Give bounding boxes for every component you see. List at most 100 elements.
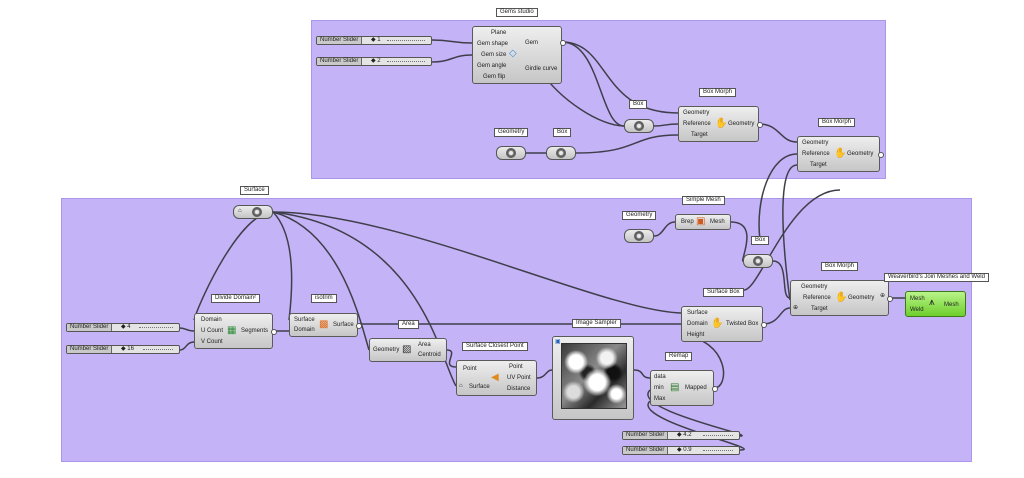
slider-track[interactable]: [387, 61, 425, 63]
output-area: Area: [418, 342, 431, 348]
box-param-2[interactable]: [546, 146, 576, 160]
box-param-tag-2: Box: [553, 128, 572, 137]
surface-box-component[interactable]: Surface Domain Height ✋ Twisted Box: [681, 306, 763, 342]
number-slider-u-count[interactable]: Number Slider ◆ 4: [66, 323, 180, 332]
geometry-param-2[interactable]: [624, 229, 654, 243]
output-pin[interactable]: [712, 386, 718, 392]
surface-closest-point-component[interactable]: Point Surface ⌂ ◀ Point UV Point Distanc…: [456, 360, 537, 396]
slider-name: Number Slider: [623, 447, 669, 454]
image-sampler-badge-icon: ▣: [555, 339, 561, 345]
slider-value: ◆ 4: [121, 324, 131, 330]
output-pin[interactable]: [560, 40, 566, 46]
area-component[interactable]: Geometry ▨ Area Centroid: [369, 338, 447, 362]
gems-studio-tag: Gems studio: [496, 8, 538, 17]
surface-symbol-icon: ⌂: [459, 383, 463, 389]
slider-track[interactable]: [703, 450, 733, 452]
mesh-icon: ▣: [696, 216, 706, 227]
slider-name: Number Slider: [67, 324, 113, 331]
output-mesh: Mesh: [710, 219, 725, 225]
input-max: Max: [654, 396, 666, 402]
simple-mesh-component[interactable]: Brep ▣ Mesh: [675, 214, 731, 230]
number-slider-gem-size[interactable]: Number Slider ◆ 2: [316, 57, 432, 66]
geometry-param-tag-2: Geometry: [622, 211, 657, 220]
input-geometry: Geometry: [683, 110, 710, 116]
surface-icon: [252, 207, 262, 217]
box-morph-tag-3: Box Morph: [821, 262, 859, 271]
slider-track[interactable]: [143, 349, 173, 351]
slider-track[interactable]: [139, 327, 173, 329]
output-point: Point: [509, 364, 523, 370]
input-plane: Plane: [491, 30, 507, 36]
input-surface: Surface: [469, 384, 490, 390]
number-slider-v-count[interactable]: Number Slider ◆ 16: [66, 345, 180, 354]
output-pin[interactable]: [757, 122, 763, 128]
input-geometry: Geometry: [373, 347, 400, 353]
divide-domain-component[interactable]: Domain U Count V Count ▦ Segments: [194, 313, 273, 349]
input-u-count: U Count: [201, 328, 224, 334]
weld-tag: Weaverbird's Join Meshes and Weld: [884, 273, 989, 282]
isotrim-icon: ▩: [319, 319, 329, 330]
number-slider-remap-max[interactable]: Number Slider ◆ 0.9: [622, 446, 740, 455]
box-morph-tag-2: Box Morph: [818, 118, 856, 127]
input-reference: Reference: [802, 151, 830, 157]
box-morph-tag-1: Box Morph: [699, 88, 737, 97]
image-sampler-tag: Image Sampler: [572, 319, 621, 328]
output-pin[interactable]: [356, 323, 362, 329]
input-geometry: Geometry: [802, 140, 829, 146]
weld-component[interactable]: Mesh Weld ⩚ Mesh: [905, 291, 966, 317]
geometry-icon: [506, 148, 516, 158]
add-output-icon[interactable]: ⊕: [880, 293, 886, 299]
weld-icon: ⩚: [929, 297, 935, 308]
input-reference: Reference: [683, 121, 711, 127]
remap-component[interactable]: data min Max ▤ Mapped: [650, 370, 714, 406]
surface-closest-point-tag: Surface Closest Point: [462, 342, 528, 351]
geometry-param-1[interactable]: [496, 146, 526, 160]
output-mapped: Mapped: [685, 385, 707, 391]
input-surface: Surface: [687, 310, 708, 316]
area-tag: Area: [398, 320, 419, 329]
input-gem-flip: Gem flip: [483, 74, 506, 80]
input-mesh: Mesh: [910, 296, 925, 302]
box-param-1[interactable]: [624, 119, 654, 133]
input-domain: Domain: [201, 317, 222, 323]
box-morph-icon: ✋: [715, 118, 728, 129]
slider-name: Number Slider: [67, 346, 113, 353]
slider-value: ◆ 2: [371, 58, 381, 64]
box-morph-component-1[interactable]: Geometry Reference Target ✋ Geometry: [678, 106, 759, 142]
input-target: Target: [810, 162, 827, 168]
add-input-icon[interactable]: ⊕: [793, 305, 799, 311]
input-height: Height: [687, 332, 705, 338]
slider-value: ◆ 1: [371, 37, 381, 43]
area-icon: ▨: [402, 344, 412, 355]
box-morph-icon: ✋: [835, 292, 848, 303]
output-pin[interactable]: [761, 322, 767, 328]
box-icon: [634, 121, 644, 131]
output-pin[interactable]: [887, 296, 893, 302]
box-morph-component-3[interactable]: Geometry Reference Target ✋ Geometry ⊕ ⊕: [790, 280, 889, 316]
input-domain: Domain: [294, 327, 315, 333]
number-slider-gem-shape[interactable]: Number Slider ◆ 1: [316, 36, 432, 45]
output-centroid: Centroid: [418, 352, 441, 358]
number-slider-remap-min[interactable]: Number Slider ◆ 4.2: [622, 431, 740, 440]
input-reference: Reference: [803, 295, 831, 301]
output-gem: Gem: [525, 40, 539, 46]
gems-studio-component[interactable]: Plane Gem shape Gem size Gem angle Gem f…: [472, 26, 562, 84]
output-pin[interactable]: [878, 152, 884, 158]
isotrim-component[interactable]: Surface Domain ▩ Surface: [289, 313, 358, 337]
simple-mesh-tag: Simple Mesh: [682, 196, 725, 205]
surface-param[interactable]: ⌂: [233, 205, 273, 219]
output-pin[interactable]: [271, 329, 277, 335]
slider-track[interactable]: [703, 435, 733, 437]
box-morph-component-2[interactable]: Geometry Reference Target ✋ Geometry: [797, 136, 880, 172]
slider-track[interactable]: [387, 40, 425, 42]
input-data: data: [654, 374, 666, 380]
input-point: Point: [463, 366, 477, 372]
image-sampler-component[interactable]: ▣: [552, 336, 634, 420]
input-min: min: [654, 385, 664, 391]
box-param-3[interactable]: [743, 254, 773, 268]
surface-box-tag: Surface Box: [703, 288, 744, 297]
remap-tag: Remap: [665, 352, 693, 361]
divide-domain-icon: ▦: [227, 325, 237, 336]
image-preview: [561, 343, 627, 409]
box-morph-icon: ✋: [834, 148, 847, 159]
